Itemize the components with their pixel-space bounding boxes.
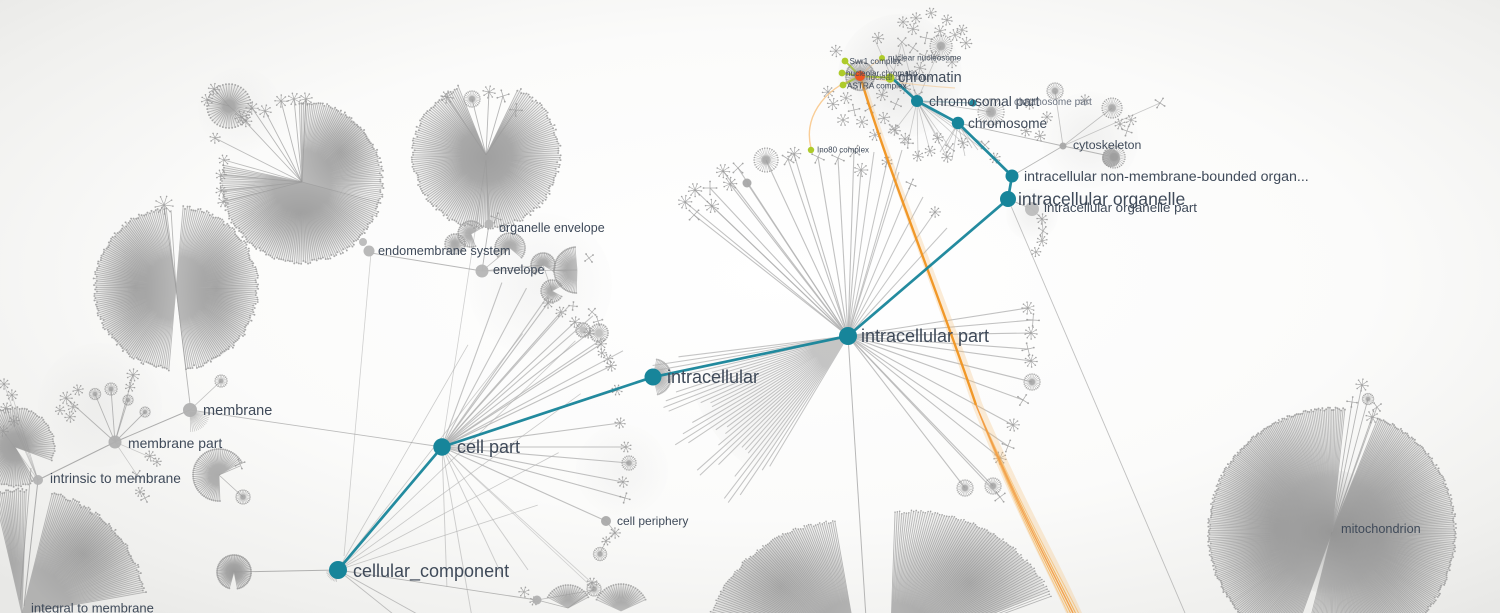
svg-text:ASTRA complex: ASTRA complex (847, 82, 907, 91)
svg-text:nucleolar chromatin: nucleolar chromatin (846, 69, 918, 78)
svg-text:membrane part: membrane part (128, 435, 222, 451)
svg-text:organelle envelope: organelle envelope (499, 221, 605, 235)
svg-text:mitochondrion: mitochondrion (1341, 522, 1421, 536)
svg-text:intracellular part: intracellular part (861, 326, 989, 346)
svg-text:endomembrane system: endomembrane system (378, 244, 511, 258)
svg-text:cellular_component: cellular_component (353, 561, 509, 582)
svg-text:cell part: cell part (457, 437, 520, 457)
svg-text:Swr1 complex: Swr1 complex (850, 57, 901, 66)
svg-text:chromatin: chromatin (898, 70, 962, 86)
svg-text:integral to membrane: integral to membrane (31, 601, 154, 613)
svg-text:cytoskeleton: cytoskeleton (1073, 138, 1142, 152)
svg-text:intracellular organelle: intracellular organelle (1018, 189, 1185, 209)
svg-text:membrane: membrane (203, 403, 272, 419)
svg-text:intracellular organelle part: intracellular organelle part (1044, 200, 1197, 215)
svg-text:intracellular non-membrane-bou: intracellular non-membrane-bounded organ… (1024, 169, 1309, 185)
svg-text:intracellular: intracellular (667, 367, 759, 387)
svg-text:chromosome: chromosome (968, 116, 1047, 131)
svg-text:nuclear chromatin: nuclear chromatin (866, 73, 932, 82)
svg-text:intrinsic to membrane: intrinsic to membrane (50, 471, 181, 486)
svg-text:envelope: envelope (493, 263, 545, 277)
svg-text:Ino80 complex: Ino80 complex (817, 146, 869, 155)
svg-text:nuclear nucleosome: nuclear nucleosome (888, 54, 962, 63)
svg-text:chromosome part: chromosome part (1014, 97, 1092, 108)
svg-text:chromosomal part: chromosomal part (929, 94, 1040, 109)
svg-text:cell periphery: cell periphery (617, 514, 688, 528)
